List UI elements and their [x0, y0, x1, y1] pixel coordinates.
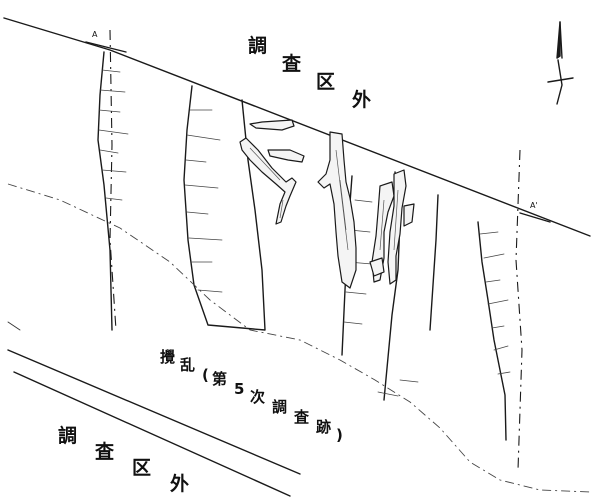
- label-outside-bottom-char-4: 外: [170, 472, 189, 495]
- label-disturbance-char-1: 攪: [160, 348, 175, 366]
- section-axis-lines: [109, 29, 523, 471]
- label-outside-top-char-3: 区: [316, 71, 335, 93]
- label-outside-top: 調 査 区 外: [248, 34, 371, 111]
- north-arrow-icon: [547, 21, 574, 105]
- label-disturbance-char-6: 次: [250, 388, 265, 406]
- pit-outlines: [97, 51, 507, 441]
- label-disturbance-char-7: 調: [272, 398, 287, 416]
- section-marker-a: A: [85, 30, 127, 53]
- label-disturbance-char-2: 乱: [180, 356, 195, 374]
- label-disturbance-char-9: 跡: [316, 418, 331, 436]
- section-marker-a-prime: A': [519, 201, 551, 223]
- label-disturbance: 攪 乱 ( 第 5 次 調 査 跡 ): [160, 348, 343, 444]
- lower-boundary-lines: [7, 349, 301, 497]
- wooden-remains: [239, 119, 415, 289]
- label-outside-top-char-2: 査: [281, 52, 302, 75]
- section-label-a-prime: A': [530, 201, 538, 210]
- label-disturbance-char-4: 第: [212, 370, 227, 388]
- label-outside-top-char-1: 調: [248, 34, 267, 57]
- label-disturbance-char-10: ): [336, 426, 343, 444]
- label-disturbance-char-5: 5: [234, 380, 244, 398]
- disturbance-boundary: [7, 183, 591, 493]
- label-disturbance-char-8: 査: [294, 408, 310, 426]
- label-outside-bottom-char-3: 区: [132, 457, 151, 479]
- label-outside-top-char-4: 外: [352, 88, 371, 111]
- boundary-line-a-a-prime: [3, 17, 591, 237]
- slope-hatching: [98, 69, 511, 397]
- label-disturbance-char-3: (: [202, 366, 209, 384]
- label-outside-bottom-char-1: 調: [58, 424, 77, 447]
- label-outside-bottom-char-2: 査: [94, 440, 115, 463]
- label-outside-bottom: 調 査 区 外: [58, 424, 189, 495]
- section-label-a: A: [92, 30, 98, 39]
